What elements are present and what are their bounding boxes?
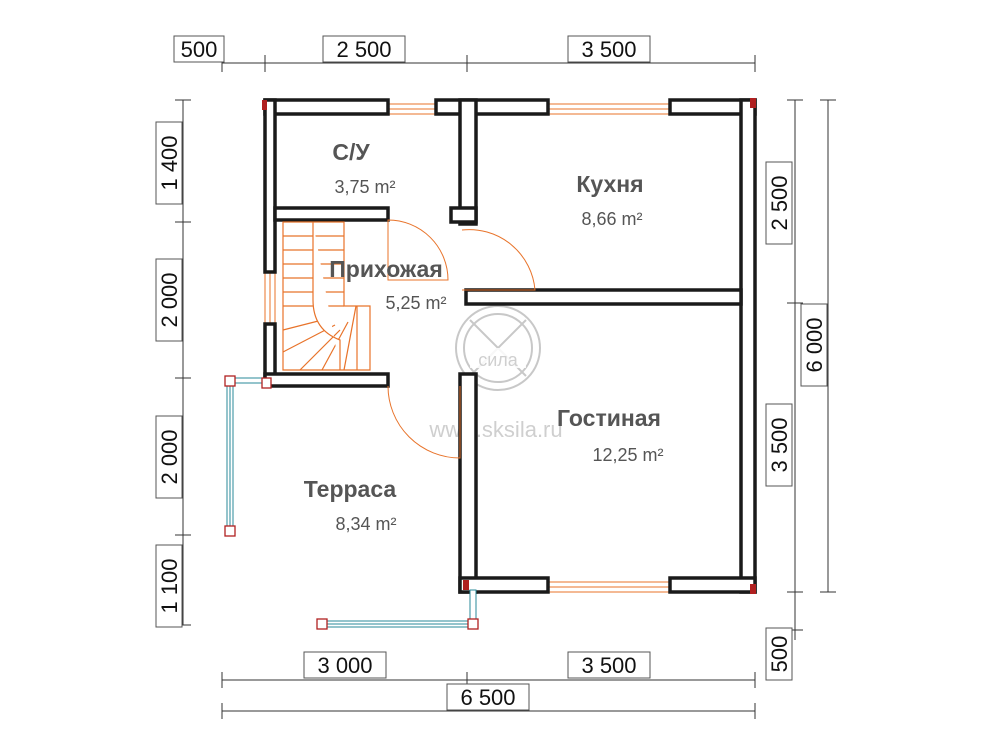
dim-top-1: 500	[181, 37, 218, 62]
dim-right-2: 3 500	[767, 417, 792, 472]
corner-posts	[262, 98, 756, 594]
dim-left-4: 1 100	[157, 558, 182, 613]
room-kitchen-area: 8,66 m²	[581, 209, 642, 229]
dimension-top: 500 2 500 3 500	[173, 35, 756, 72]
dim-right-total: 6 000	[802, 317, 827, 372]
room-kitchen: Кухня 8,66 m²	[576, 171, 643, 229]
dimension-right: 2 500 3 500 500 6 000	[765, 99, 836, 681]
dim-top-2: 2 500	[336, 37, 391, 62]
walls	[263, 98, 757, 594]
room-hall-area: 5,25 m²	[385, 293, 446, 313]
room-su: С/У 3,75 m²	[332, 139, 395, 197]
watermark-url: www.sksila.ru	[428, 417, 562, 442]
doors	[387, 219, 536, 459]
staircase	[282, 221, 371, 371]
dim-bottom-total: 6 500	[460, 685, 515, 710]
terrace-railing	[224, 375, 479, 630]
dim-left-3: 2 000	[157, 429, 182, 484]
room-living-area: 12,25 m²	[592, 445, 663, 465]
watermark: сила www.sksila.ru	[428, 305, 563, 442]
room-hall-name: Прихожая	[329, 256, 442, 282]
dim-left-1: 1 400	[157, 135, 182, 190]
room-terrace: Терраса 8,34 m²	[304, 476, 397, 534]
room-hall: Прихожая 5,25 m²	[329, 256, 446, 313]
door-su	[387, 219, 449, 281]
dimension-left: 1 400 2 000 2 000 1 100	[155, 99, 191, 628]
room-terrace-area: 8,34 m²	[335, 514, 396, 534]
windows	[264, 103, 671, 593]
dim-left-2: 2 000	[157, 272, 182, 327]
door-kitchen	[461, 229, 536, 291]
room-su-area: 3,75 m²	[334, 177, 395, 197]
room-su-name: С/У	[332, 139, 370, 165]
room-living: Гостиная 12,25 m²	[557, 405, 664, 465]
dim-top-3: 3 500	[581, 37, 636, 62]
dim-right-1: 2 500	[767, 175, 792, 230]
door-entrance	[387, 385, 461, 459]
room-living-name: Гостиная	[557, 405, 661, 431]
room-terrace-name: Терраса	[304, 476, 397, 502]
room-kitchen-name: Кухня	[576, 171, 643, 197]
dim-bottom-2: 3 500	[581, 653, 636, 678]
dim-bottom-1: 3 000	[317, 653, 372, 678]
dimension-bottom: 3 000 3 500 6 500	[221, 651, 756, 719]
watermark-logo-text: сила	[478, 350, 519, 370]
dim-right-3: 500	[767, 636, 792, 673]
